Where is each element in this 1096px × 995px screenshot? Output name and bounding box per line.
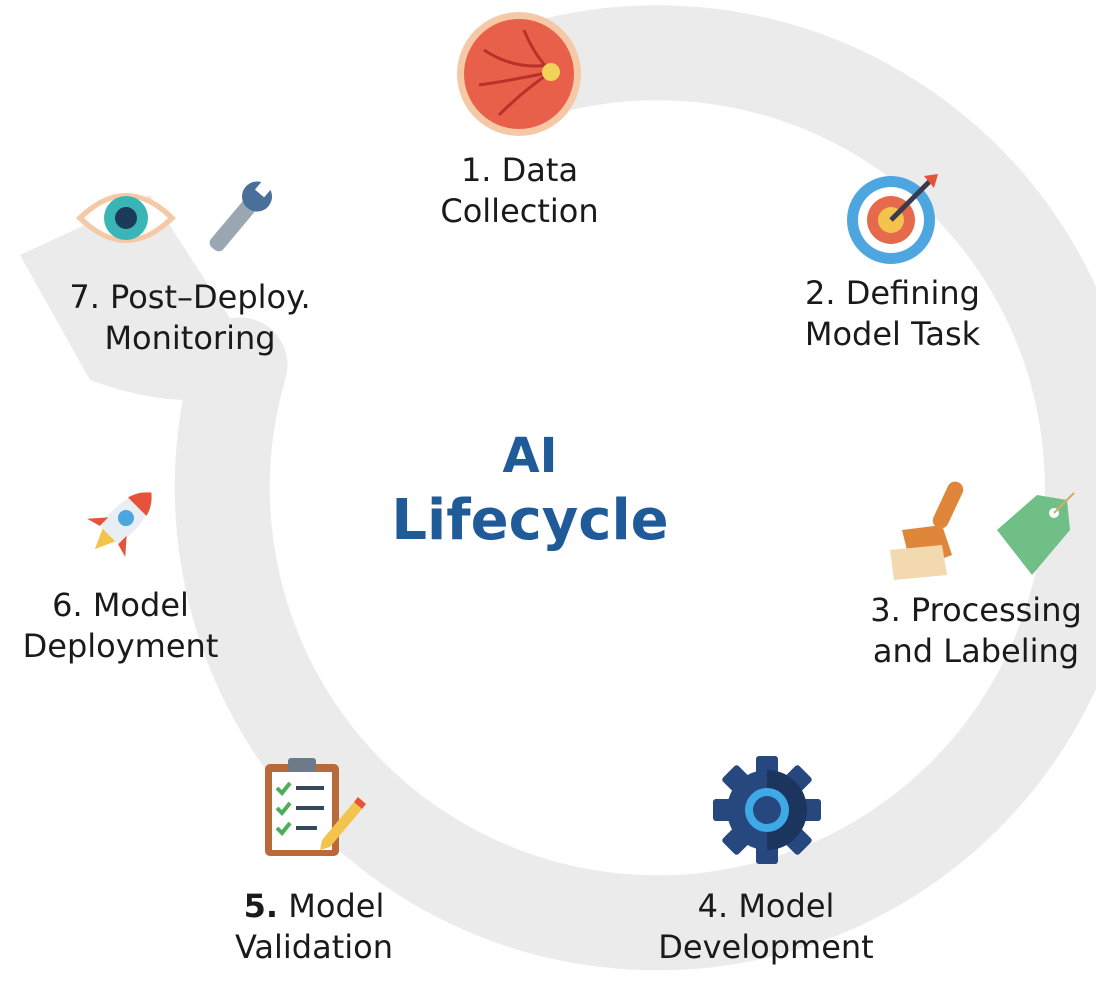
checklist-icon [265,758,366,856]
stage-2-line-1: 2. Defining [805,274,980,312]
brush-tag-icon [890,481,1075,580]
stage-1-label: 1. Data Collection [432,150,607,232]
stage-7-line-1: 7. Post–Deploy. [69,278,311,316]
stage-6-line-1: 6. Model [52,586,189,624]
stage-2-line-2: Model Task [804,315,981,353]
stage-4-line-1: 4. Model [697,887,835,925]
diagram-title: AI Lifecycle [330,425,730,555]
title-line-1: AI [502,428,558,484]
title-line-2: Lifecycle [391,488,669,553]
stage-6-line-2: Deployment [22,627,219,665]
stage-1-line-1: 1. Data [460,151,579,189]
stage-5-line-1-text: Model [278,887,385,925]
stage-5-number: 5. [243,887,279,925]
stage-3-line-2: and Labeling [872,632,1080,670]
retina-icon [457,12,581,136]
stage-1-line-2: Collection [440,192,599,230]
stage-4-line-2: Development [658,928,874,966]
rocket-icon [87,492,152,557]
stage-4-label: 4. Model Development [644,886,888,968]
gear-icon [713,756,821,864]
stage-5-line-1: 5. Model [222,886,406,927]
stage-3-line-1: 3. Processing [870,591,1082,629]
stage-3-label: 3. Processing and Labeling [858,590,1094,672]
eye-wrench-icon [76,178,274,252]
stage-5-line-2: Validation [234,928,393,966]
target-icon [847,174,938,264]
stage-2-label: 2. Defining Model Task [790,273,995,355]
stage-7-label: 7. Post–Deploy. Monitoring [52,277,328,359]
stage-5-label: 5. Model Validation [222,886,406,968]
stage-6-label: 6. Model Deployment [8,585,233,667]
stage-7-line-2: Monitoring [104,319,276,357]
